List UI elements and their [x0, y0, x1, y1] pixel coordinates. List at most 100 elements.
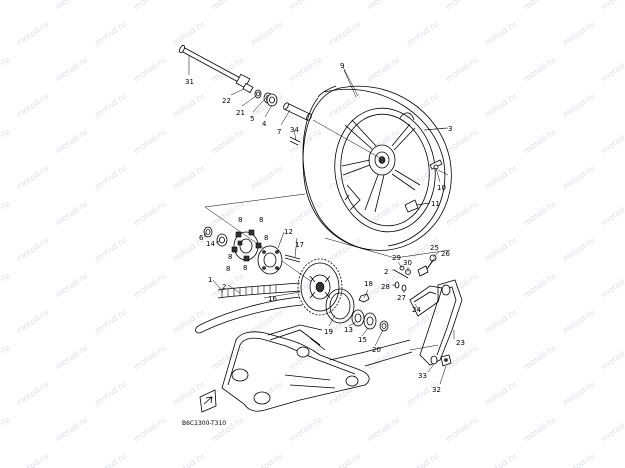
watermark-text: motod.ru [483, 19, 518, 47]
watermark-text: motod.ru [522, 127, 557, 155]
watermark-text: motod.ru [561, 451, 596, 468]
part-17: 17 [295, 241, 304, 249]
watermark-text: motod.ru [171, 163, 206, 191]
watermark-text: motod.ru [0, 415, 11, 443]
watermark-text: motod.ru [15, 235, 50, 263]
part-21: 21 [236, 109, 245, 117]
watermark-text: motod.ru [210, 343, 245, 371]
swingarm [221, 324, 413, 412]
watermark-text: motod.ru [483, 91, 518, 119]
watermark-text: motod.ru [210, 127, 245, 155]
watermark-text: motod.ru [0, 55, 11, 83]
part-8-a: 8 [238, 216, 242, 224]
watermark-text: motod.ru [444, 415, 479, 443]
watermark-text: motod.ru [444, 0, 479, 12]
chain-adjuster [393, 254, 443, 317]
watermark-text: motod.ru [15, 163, 50, 191]
watermark-text: motod.ru [0, 127, 11, 155]
part-14: 14 [206, 240, 215, 248]
watermark-text: motod.ru [0, 271, 11, 299]
watermark-text: motod.ru [561, 163, 596, 191]
part-8-d: 8 [228, 253, 232, 261]
watermark-text: motod.ru [327, 163, 362, 191]
watermark-text: motod.ru [93, 379, 128, 407]
watermark-text: motod.ru [600, 127, 625, 155]
watermark-text: motod.ru [600, 415, 625, 443]
watermark-text: motod.ru [327, 19, 362, 47]
part-15: 15 [358, 336, 367, 344]
part-29: 29 [392, 254, 401, 262]
watermark-text: motod.ru [93, 19, 128, 47]
watermark-text: motod.ru [561, 19, 596, 47]
watermark-text: motod.ru [288, 0, 323, 12]
watermark-text: motod.ru [132, 127, 167, 155]
part-8-e: 8 [226, 265, 230, 273]
watermark-text: motod.ru [54, 127, 89, 155]
watermark-text: motod.ru [15, 451, 50, 468]
part-8-b: 8 [259, 216, 263, 224]
watermark-text: motod.ru [327, 235, 362, 263]
watermark-text: motod.ru [249, 451, 284, 468]
watermark-text: motod.ru [249, 163, 284, 191]
watermark-text: motod.ru [405, 19, 440, 47]
part-28: 28 [381, 283, 390, 291]
watermark-text: motod.ru [54, 271, 89, 299]
watermark-text: motod.ru [561, 91, 596, 119]
part-1: 1 [208, 276, 212, 284]
watermark-text: motod.ru [600, 199, 625, 227]
watermark-text: motod.ru [405, 451, 440, 468]
watermark-text: motod.ru [54, 199, 89, 227]
watermark-text: motod.ru [405, 307, 440, 335]
part-19: 19 [324, 328, 333, 336]
watermark-text: motod.ru [288, 199, 323, 227]
watermark-text: motod.ru [561, 379, 596, 407]
part-24: 24 [412, 306, 421, 314]
watermark-text: motod.ru [93, 163, 128, 191]
watermark-text: motod.ru [54, 415, 89, 443]
watermark-text: motod.ru [327, 91, 362, 119]
watermark-text: motod.ru [522, 0, 557, 12]
part-2-adjuster: 2 [384, 268, 388, 276]
watermark-text: motod.ru [0, 199, 11, 227]
watermark-text: motod.ru [93, 451, 128, 468]
part-4: 4 [262, 120, 267, 128]
watermark-text: motod.ru [93, 91, 128, 119]
watermark-text: motod.ru [15, 19, 50, 47]
watermark-text: motod.ru [522, 199, 557, 227]
watermark-text: motod.ru [15, 379, 50, 407]
part-labels: 31 22 21 5 4 7 34 9 3 10 11 6 14 8 8 8 8… [185, 62, 465, 394]
watermark-text: motod.ru [561, 307, 596, 335]
watermark-text: motod.ru [444, 199, 479, 227]
watermark-text: motod.ru [171, 19, 206, 47]
watermark-text: motod.ru [15, 91, 50, 119]
part-20: 20 [372, 346, 381, 354]
part-27: 27 [397, 294, 406, 302]
watermark-text: motod.ru [54, 0, 89, 12]
watermark-text: motod.ru [210, 0, 245, 12]
part-16: 16 [268, 295, 277, 303]
hub-damper-set [203, 226, 301, 275]
watermark-text: motod.ru [327, 451, 362, 468]
watermark-text: motod.ru [366, 55, 401, 83]
watermark-text: motod.ru [132, 199, 167, 227]
watermark-text: motod.ru [54, 343, 89, 371]
watermark-text: motod.ru [249, 19, 284, 47]
watermark-text: motod.ru [93, 307, 128, 335]
watermark-text: motod.ru [54, 55, 89, 83]
part-7: 7 [277, 128, 281, 136]
watermark-text: motod.ru [522, 343, 557, 371]
watermark-text: motod.ru [444, 55, 479, 83]
watermark-text: motod.ru [522, 415, 557, 443]
part-11: 11 [431, 200, 440, 208]
watermark-text: motod.ru [561, 235, 596, 263]
watermark-text: motod.ru [600, 55, 625, 83]
front-arrow-icon [199, 389, 217, 413]
part-30: 30 [403, 259, 412, 267]
drive-chain [195, 282, 303, 334]
part-18: 18 [364, 280, 373, 288]
watermark-text: motod.ru [600, 271, 625, 299]
part-13: 13 [344, 326, 353, 334]
part-9: 9 [340, 62, 344, 70]
